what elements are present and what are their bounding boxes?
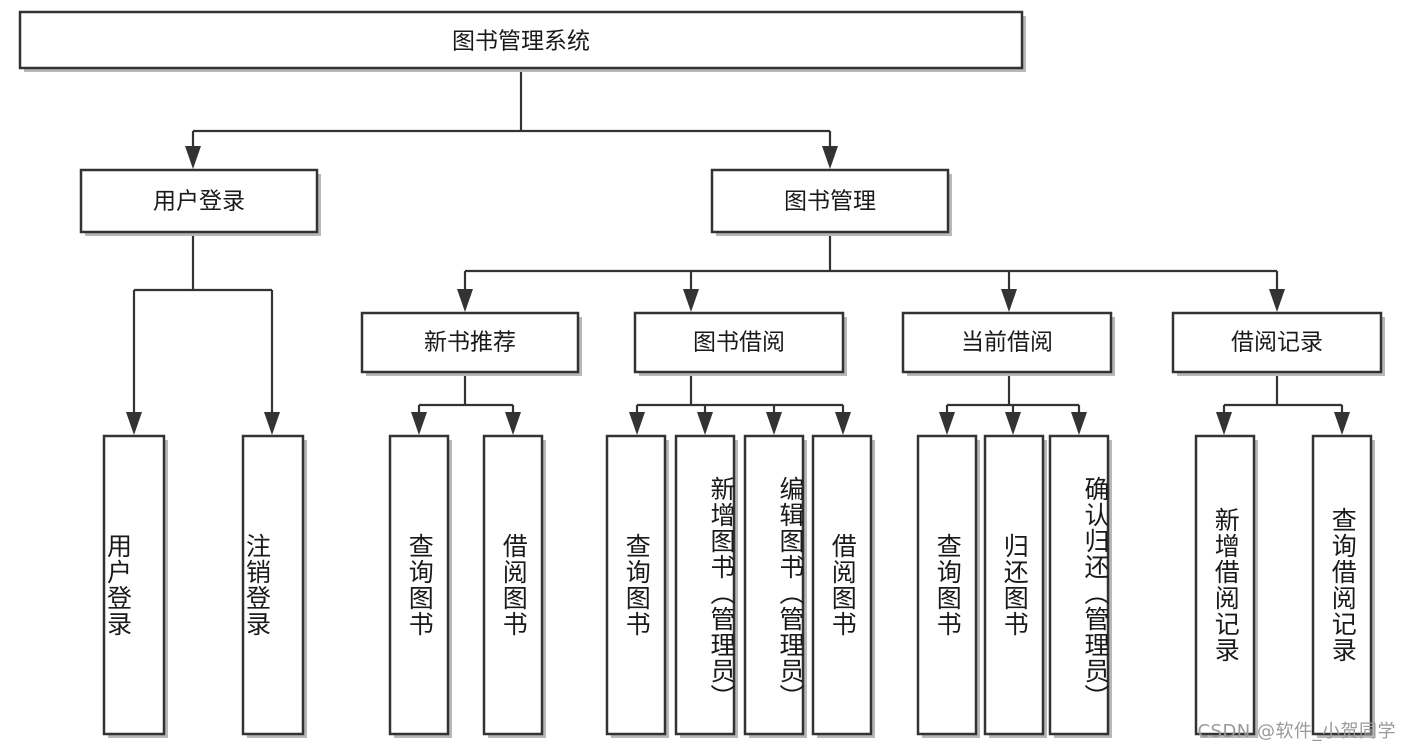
arrow-head-leaf-edit-book-admin — [766, 412, 782, 435]
arrow-head-leaf-query-borrow-record — [1334, 412, 1350, 435]
arrow-head-user-login — [185, 146, 201, 169]
leaf-box-leaf-borrow-book-1[interactable] — [482, 434, 546, 738]
node-user-login-label: 用户登录 — [153, 189, 245, 215]
arrow-head-leaf-logout-login — [264, 412, 280, 435]
leaf-box-leaf-add-book-admin[interactable] — [674, 434, 738, 738]
arrow-head-leaf-borrow-book-1 — [505, 412, 521, 435]
connector-group-current-borrow-to-leaves — [939, 375, 1087, 435]
arrow-head-leaf-return-book — [1005, 412, 1021, 435]
node-borrow-record[interactable]: 借阅记录 — [1171, 311, 1385, 376]
leaf-box-leaf-query-borrow-record[interactable] — [1311, 434, 1375, 738]
arrow-head-leaf-query-book-1 — [411, 412, 427, 435]
arrow-head-leaf-add-borrow-record — [1216, 412, 1232, 435]
leaf-box-leaf-query-book-1[interactable] — [388, 434, 452, 738]
csdn-watermark: CSDN @软件_小贺同学 — [1197, 721, 1396, 742]
arrow-head-book-management — [822, 146, 838, 169]
leaf-box-leaf-confirm-return-admin[interactable] — [1048, 434, 1112, 738]
node-book-management-label: 图书管理 — [784, 189, 876, 215]
arrow-head-leaf-user-login — [126, 412, 142, 435]
arrow-head-leaf-add-book-admin — [697, 412, 713, 435]
node-new-book-recommend-label: 新书推荐 — [424, 330, 516, 356]
connector-group-book-borrow-to-leaves — [629, 375, 851, 435]
node-borrow-record-label: 借阅记录 — [1231, 330, 1323, 356]
leaf-box-leaf-edit-book-admin[interactable] — [743, 434, 807, 738]
arrow-head-borrow-record — [1269, 289, 1285, 312]
arrow-head-book-borrow — [683, 289, 699, 312]
arrow-head-new-book-recommend — [457, 289, 473, 312]
leaf-box-leaf-query-book-3[interactable] — [916, 434, 980, 738]
connector-group-root-to-level2 — [185, 70, 838, 169]
node-new-book-recommend[interactable]: 新书推荐 — [360, 311, 582, 376]
arrow-head-leaf-borrow-book-2 — [835, 412, 851, 435]
node-current-borrow-label: 当前借阅 — [961, 330, 1053, 356]
connector-group-user-login-to-leaves — [126, 234, 280, 435]
node-user-login[interactable]: 用户登录 — [79, 168, 321, 236]
arrow-head-current-borrow — [1001, 289, 1017, 312]
node-root[interactable]: 图书管理系统 — [18, 10, 1026, 72]
leaf-box-leaf-borrow-book-2[interactable] — [811, 434, 875, 738]
node-book-management[interactable]: 图书管理 — [710, 168, 952, 236]
leaf-box-leaf-add-borrow-record[interactable] — [1194, 434, 1258, 738]
arrow-head-leaf-query-book-3 — [939, 412, 955, 435]
leaf-box-leaf-query-book-2[interactable] — [605, 434, 669, 738]
connector-group-book-management-to-level3 — [457, 234, 1285, 312]
node-book-borrow[interactable]: 图书借阅 — [633, 311, 847, 376]
leaf-box-leaf-return-book[interactable] — [983, 434, 1047, 738]
connector-group-new-book-recommend-to-leaves — [411, 375, 521, 435]
node-root-label: 图书管理系统 — [452, 29, 590, 55]
arrow-head-leaf-query-book-2 — [629, 412, 645, 435]
arrow-head-leaf-confirm-return-admin — [1071, 412, 1087, 435]
connector-group-borrow-record-to-leaves — [1216, 375, 1350, 435]
node-current-borrow[interactable]: 当前借阅 — [901, 311, 1115, 376]
node-book-borrow-label: 图书借阅 — [693, 330, 785, 356]
leaf-box-leaf-user-login[interactable] — [102, 434, 168, 738]
leaf-box-leaf-logout-login[interactable] — [241, 434, 307, 738]
